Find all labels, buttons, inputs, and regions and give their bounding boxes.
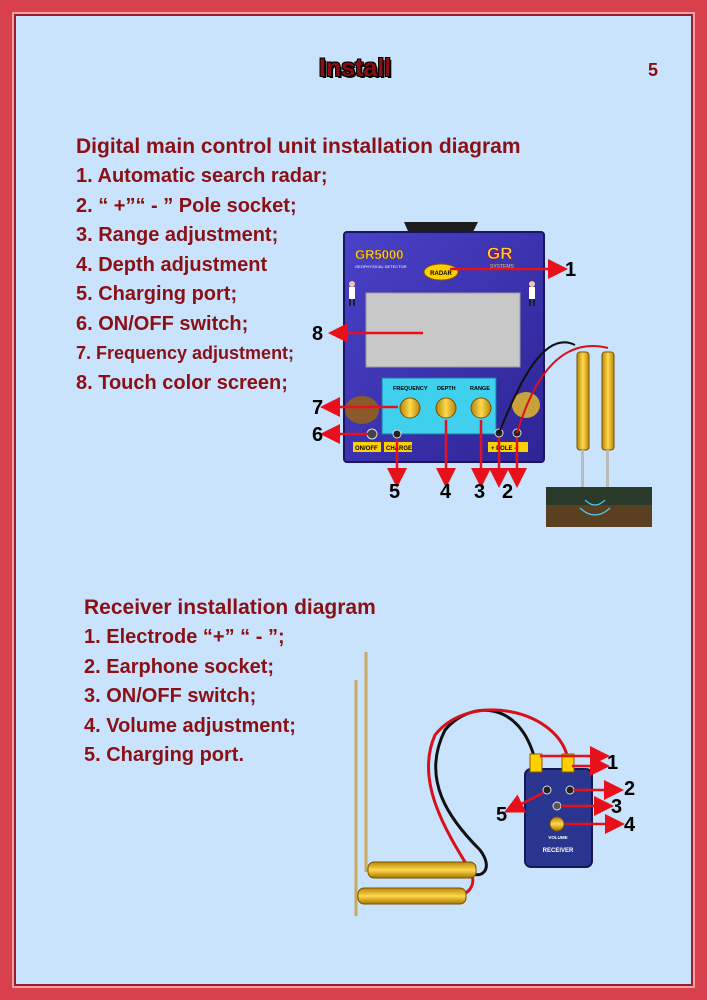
main-unit-list: Digital main control unit installation d… <box>76 132 521 398</box>
cable-red <box>516 345 609 434</box>
callout-5: 5 <box>389 481 401 503</box>
knob-label-depth: DEPTH <box>437 386 456 392</box>
callout-2: 2 <box>502 481 514 503</box>
callout-1: 1 <box>565 259 577 281</box>
device-model: GR5000 <box>355 247 403 262</box>
radar-badge <box>423 263 459 281</box>
callout-7: 7 <box>312 397 324 419</box>
receiver-label: RECEIVER <box>543 848 574 854</box>
page-number: 5 <box>648 60 659 80</box>
frequency-knob[interactable] <box>399 397 421 419</box>
list-item: 8. Touch color screen; <box>76 371 288 394</box>
charge-label: CHARGE <box>386 446 412 452</box>
pole-label: + POLE - <box>491 446 516 452</box>
list-item: 1. Electrode “+” “ - ”; <box>84 626 285 648</box>
callout-3: 3 <box>474 481 486 503</box>
person-icon <box>529 281 535 306</box>
callout-arrow-5 <box>504 791 544 813</box>
page-title: Install <box>318 54 392 82</box>
callout-4: 4 <box>440 481 452 503</box>
onoff-switch[interactable] <box>552 801 562 811</box>
earphone-socket[interactable] <box>565 785 575 795</box>
electrode-left <box>576 351 590 490</box>
list-item: 1. Automatic search radar; <box>76 165 328 187</box>
radar-label: RADAR <box>430 271 452 277</box>
onoff-label: ON/OFF <box>355 446 378 452</box>
list-item: 3. ON/OFF switch; <box>84 685 257 707</box>
main-unit-heading: Digital main control unit installation d… <box>76 135 521 158</box>
range-knob[interactable] <box>470 397 492 419</box>
knob-label-frequency: FREQUENCY <box>393 386 428 392</box>
rock-decoration <box>345 396 379 424</box>
pole-tag <box>488 442 528 452</box>
receiver-callout-5: 5 <box>496 804 508 826</box>
receiver-callout-1: 1 <box>607 752 619 774</box>
cable-red <box>426 708 570 898</box>
signal-wave-icon <box>579 499 611 516</box>
person-icon <box>349 281 355 306</box>
volume-knob[interactable] <box>549 816 565 832</box>
electrode-handle-minus <box>357 887 467 905</box>
receiver-callout-3: 3 <box>611 796 623 818</box>
list-item: 4. Depth adjustment <box>76 253 268 276</box>
cable-black <box>498 341 576 434</box>
soil-illustration <box>546 505 652 527</box>
device-brand: GR <box>487 244 513 263</box>
charge-port[interactable] <box>392 429 402 439</box>
volume-label: VOLUME <box>548 835 567 840</box>
list-item: 6. ON/OFF switch; <box>76 312 249 335</box>
electrode-right <box>601 351 615 490</box>
receiver-callout-4: 4 <box>624 814 636 836</box>
depth-knob[interactable] <box>435 397 457 419</box>
knob-label-range: RANGE <box>470 386 490 392</box>
list-item: 7. Frequency adjustment; <box>76 343 295 363</box>
touch-screen <box>365 292 521 368</box>
list-item: 2. Earphone socket; <box>84 655 275 678</box>
list-item: 5. Charging port. <box>84 744 244 766</box>
receiver-callout-2: 2 <box>624 778 636 800</box>
receiver-list: Receiver installation diagram 1. Electro… <box>84 593 376 771</box>
electrode-plug-plus <box>529 753 543 773</box>
list-item: 4. Volume adjustment; <box>84 714 296 737</box>
list-item: 2. “ +”“ - ” Pole socket; <box>76 194 297 217</box>
onoff-tag <box>353 442 381 452</box>
electrode-handle-plus <box>367 861 477 879</box>
electrode-plug-minus <box>561 753 575 773</box>
device-brand-sub: SYSTEMS <box>490 264 515 270</box>
receiver-heading: Receiver installation diagram <box>84 596 376 619</box>
device-subtitle: GEOPHYSICAL DETECTOR <box>355 264 407 269</box>
callout-8: 8 <box>312 323 324 345</box>
cable-black <box>434 708 537 877</box>
charge-port[interactable] <box>542 785 552 795</box>
list-item: 3. Range adjustment; <box>76 224 279 246</box>
list-item: 5. Charging port; <box>76 283 238 305</box>
callout-6: 6 <box>312 424 324 446</box>
